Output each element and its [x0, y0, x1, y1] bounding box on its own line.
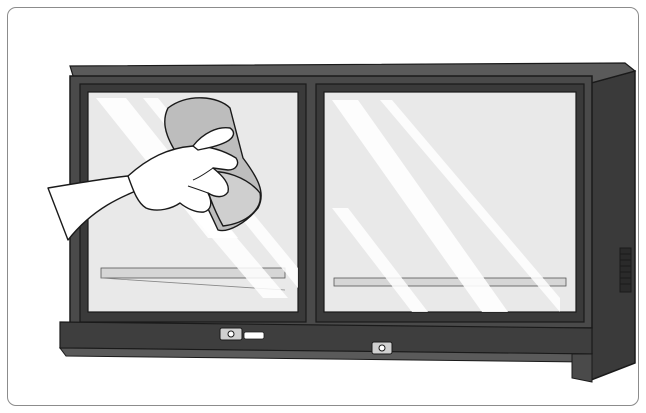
right-door — [316, 84, 584, 322]
side-vent — [620, 248, 631, 292]
illustration-frame — [7, 7, 639, 406]
door-latch-right — [372, 342, 392, 354]
stove-base-rail — [60, 322, 592, 382]
fireplace-cleaning-illustration — [8, 8, 639, 406]
